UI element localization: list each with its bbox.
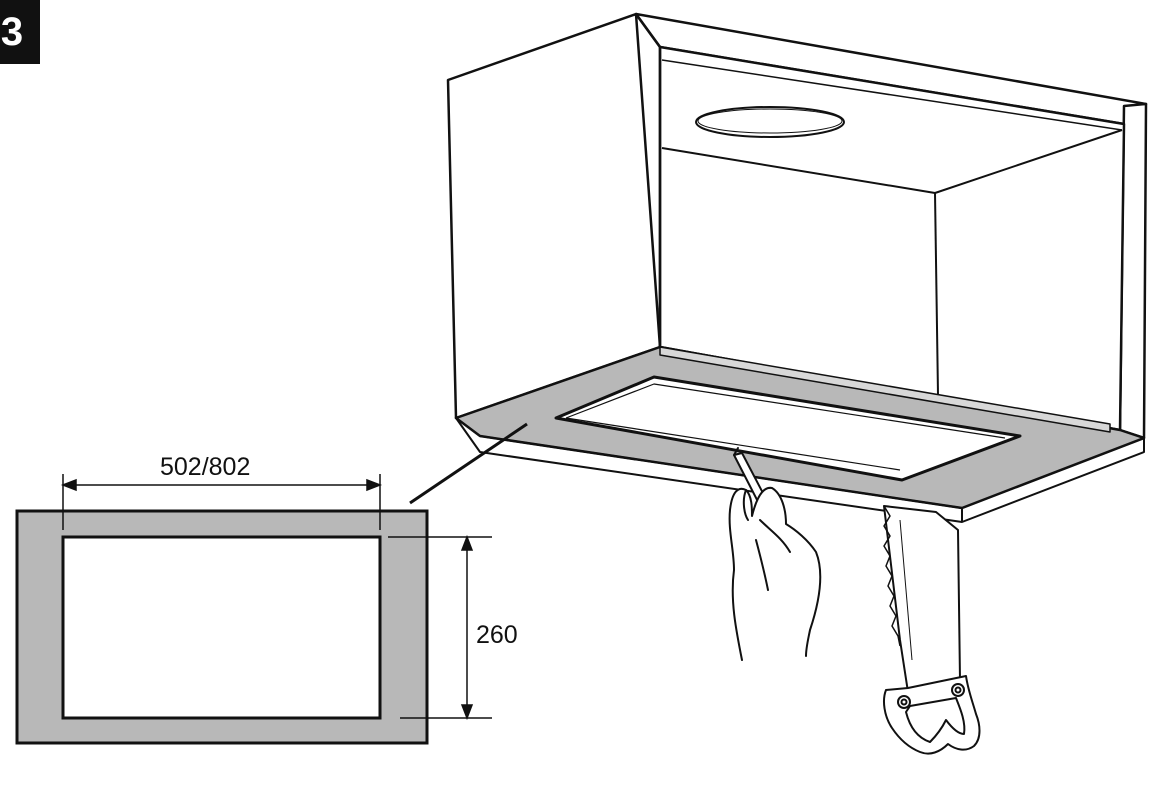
height-dimension	[388, 534, 492, 721]
cutout-detail	[15, 474, 492, 745]
cabinet-bottom-panel	[454, 345, 1146, 523]
width-dimension	[60, 474, 383, 530]
vent-hole	[695, 106, 845, 138]
hand-pencil-icon	[728, 447, 822, 661]
wall-cabinet	[446, 12, 1148, 440]
cutout-opening	[554, 375, 1022, 482]
step-badge: 3	[0, 0, 40, 64]
width-dimension-label: 502/802	[160, 453, 251, 481]
step-number: 3	[0, 10, 24, 54]
detail-leader-line	[409, 422, 528, 505]
saw-icon	[883, 505, 981, 755]
height-dimension-label: 260	[476, 621, 518, 649]
detail-opening	[61, 535, 382, 720]
